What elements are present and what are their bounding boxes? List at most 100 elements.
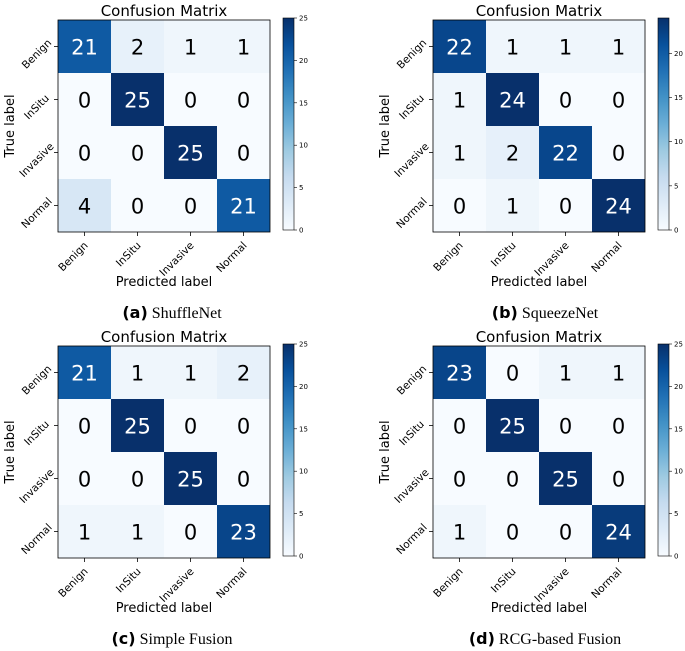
matrix-cell-r1-c0 — [58, 399, 111, 452]
matrix-cell-r1-c0 — [433, 73, 486, 126]
matrix-cell-r3-c0 — [433, 505, 486, 558]
x-tick-label: InSitu — [489, 240, 519, 270]
colorbar-tick-label: 0 — [674, 227, 678, 235]
matrix-frame — [432, 19, 646, 233]
colorbar — [657, 343, 670, 557]
cell-value-label: 25 — [177, 468, 204, 492]
x-axis-label: Predicted label — [116, 275, 213, 290]
y-tick-label: Invasive — [392, 467, 431, 506]
matrix-cell-r2-c3 — [217, 452, 270, 505]
matrix-cell-r2-c2 — [164, 452, 217, 505]
matrix-cell-r2-c2 — [539, 452, 592, 505]
cell-value-label: 1 — [612, 362, 625, 386]
x-tick-label: InSitu — [114, 566, 144, 596]
y-axis-label: True label — [3, 420, 18, 484]
cell-value-label: 0 — [559, 89, 572, 113]
cell-value-label: 0 — [612, 142, 625, 166]
cell-value-label: 2 — [131, 36, 144, 60]
cell-value-label: 0 — [237, 415, 250, 439]
matrix-cell-r2-c3 — [217, 126, 270, 179]
cell-value-label: 1 — [131, 521, 144, 545]
x-tick-label: Normal — [589, 240, 624, 275]
y-tick-label: Benign — [20, 363, 54, 397]
x-tick-label: Benign — [431, 240, 465, 274]
y-tick-label: InSitu — [22, 418, 52, 448]
x-tick-label: Invasive — [532, 566, 571, 605]
x-tick-label: Benign — [56, 240, 90, 274]
matrix-cell-r3-c1 — [486, 179, 539, 232]
matrix-cell-r2-c1 — [111, 452, 164, 505]
caption-label: (b) — [492, 303, 518, 322]
cell-value-label: 1 — [453, 142, 466, 166]
colorbar-tick-label: 20 — [299, 57, 308, 65]
colorbar-tick-label: 10 — [674, 138, 683, 146]
x-tick-label: Normal — [589, 566, 624, 601]
matrix-cell-r1-c1 — [486, 399, 539, 452]
colorbar — [657, 17, 670, 231]
cell-value-label: 24 — [605, 521, 632, 545]
y-tick-label: Invasive — [17, 467, 56, 506]
caption-text: SqueezeNet — [522, 305, 599, 322]
matrix-cell-r0-c1 — [486, 346, 539, 399]
cell-value-label: 0 — [453, 195, 466, 219]
cell-value-label: 24 — [499, 89, 526, 113]
matrix-frame — [57, 345, 271, 559]
cell-value-label: 1 — [559, 36, 572, 60]
cell-value-label: 1 — [559, 362, 572, 386]
matrix-cell-r2-c0 — [433, 126, 486, 179]
colorbar-tick-label: 10 — [299, 468, 308, 476]
y-tick-label: Normal — [19, 522, 54, 557]
colorbar-tick-label: 10 — [674, 468, 683, 476]
cell-value-label: 0 — [559, 415, 572, 439]
matrix-cell-r3-c1 — [111, 505, 164, 558]
y-tick-label: Benign — [395, 37, 429, 71]
cell-value-label: 0 — [453, 415, 466, 439]
cell-value-label: 0 — [506, 521, 519, 545]
matrix-cell-r2-c1 — [111, 126, 164, 179]
cell-value-label: 25 — [177, 142, 204, 166]
matrix-cell-r0-c2 — [164, 20, 217, 73]
matrix-cell-r0-c0 — [433, 20, 486, 73]
matrix-cell-r3-c2 — [164, 179, 217, 232]
cell-value-label: 0 — [506, 362, 519, 386]
y-tick-label: Normal — [19, 196, 54, 231]
cell-value-label: 0 — [612, 468, 625, 492]
matrix-cell-r1-c2 — [539, 73, 592, 126]
y-axis-label: True label — [3, 94, 18, 158]
colorbar-tick-label: 20 — [674, 383, 683, 391]
cell-value-label: 0 — [237, 142, 250, 166]
chart-title: Confusion Matrix — [476, 2, 603, 20]
colorbar-tick-label: 5 — [674, 510, 678, 518]
matrix-frame — [432, 345, 646, 559]
cell-value-label: 1 — [506, 195, 519, 219]
y-axis-label: True label — [378, 420, 393, 484]
matrix-cell-r3-c0 — [433, 179, 486, 232]
colorbar-tick-label: 20 — [299, 383, 308, 391]
cell-value-label: 1 — [453, 521, 466, 545]
x-axis-label: Predicted label — [491, 275, 588, 290]
colorbar-tick-label: 5 — [299, 184, 303, 192]
matrix-cell-r0-c2 — [539, 20, 592, 73]
matrix-cell-r0-c0 — [58, 346, 111, 399]
x-tick-label: Invasive — [532, 240, 571, 279]
cell-value-label: 0 — [184, 89, 197, 113]
matrix-cell-r3-c2 — [539, 179, 592, 232]
caption-label: (a) — [122, 303, 147, 322]
colorbar-tick-label: 25 — [674, 341, 683, 349]
cell-value-label: 0 — [237, 468, 250, 492]
matrix-cell-r2-c0 — [433, 452, 486, 505]
cell-value-label: 21 — [230, 195, 257, 219]
cell-value-label: 1 — [184, 362, 197, 386]
x-axis-label: Predicted label — [116, 601, 213, 616]
y-tick-label: InSitu — [397, 418, 427, 448]
matrix-cell-r1-c2 — [539, 399, 592, 452]
colorbar-tick-label: 20 — [674, 50, 683, 58]
chart-title: Confusion Matrix — [476, 328, 603, 346]
cell-value-label: 1 — [184, 36, 197, 60]
cell-value-label: 25 — [124, 415, 151, 439]
figure-caption: (c) Simple Fusion — [111, 629, 232, 648]
matrix-cell-r1-c1 — [111, 73, 164, 126]
